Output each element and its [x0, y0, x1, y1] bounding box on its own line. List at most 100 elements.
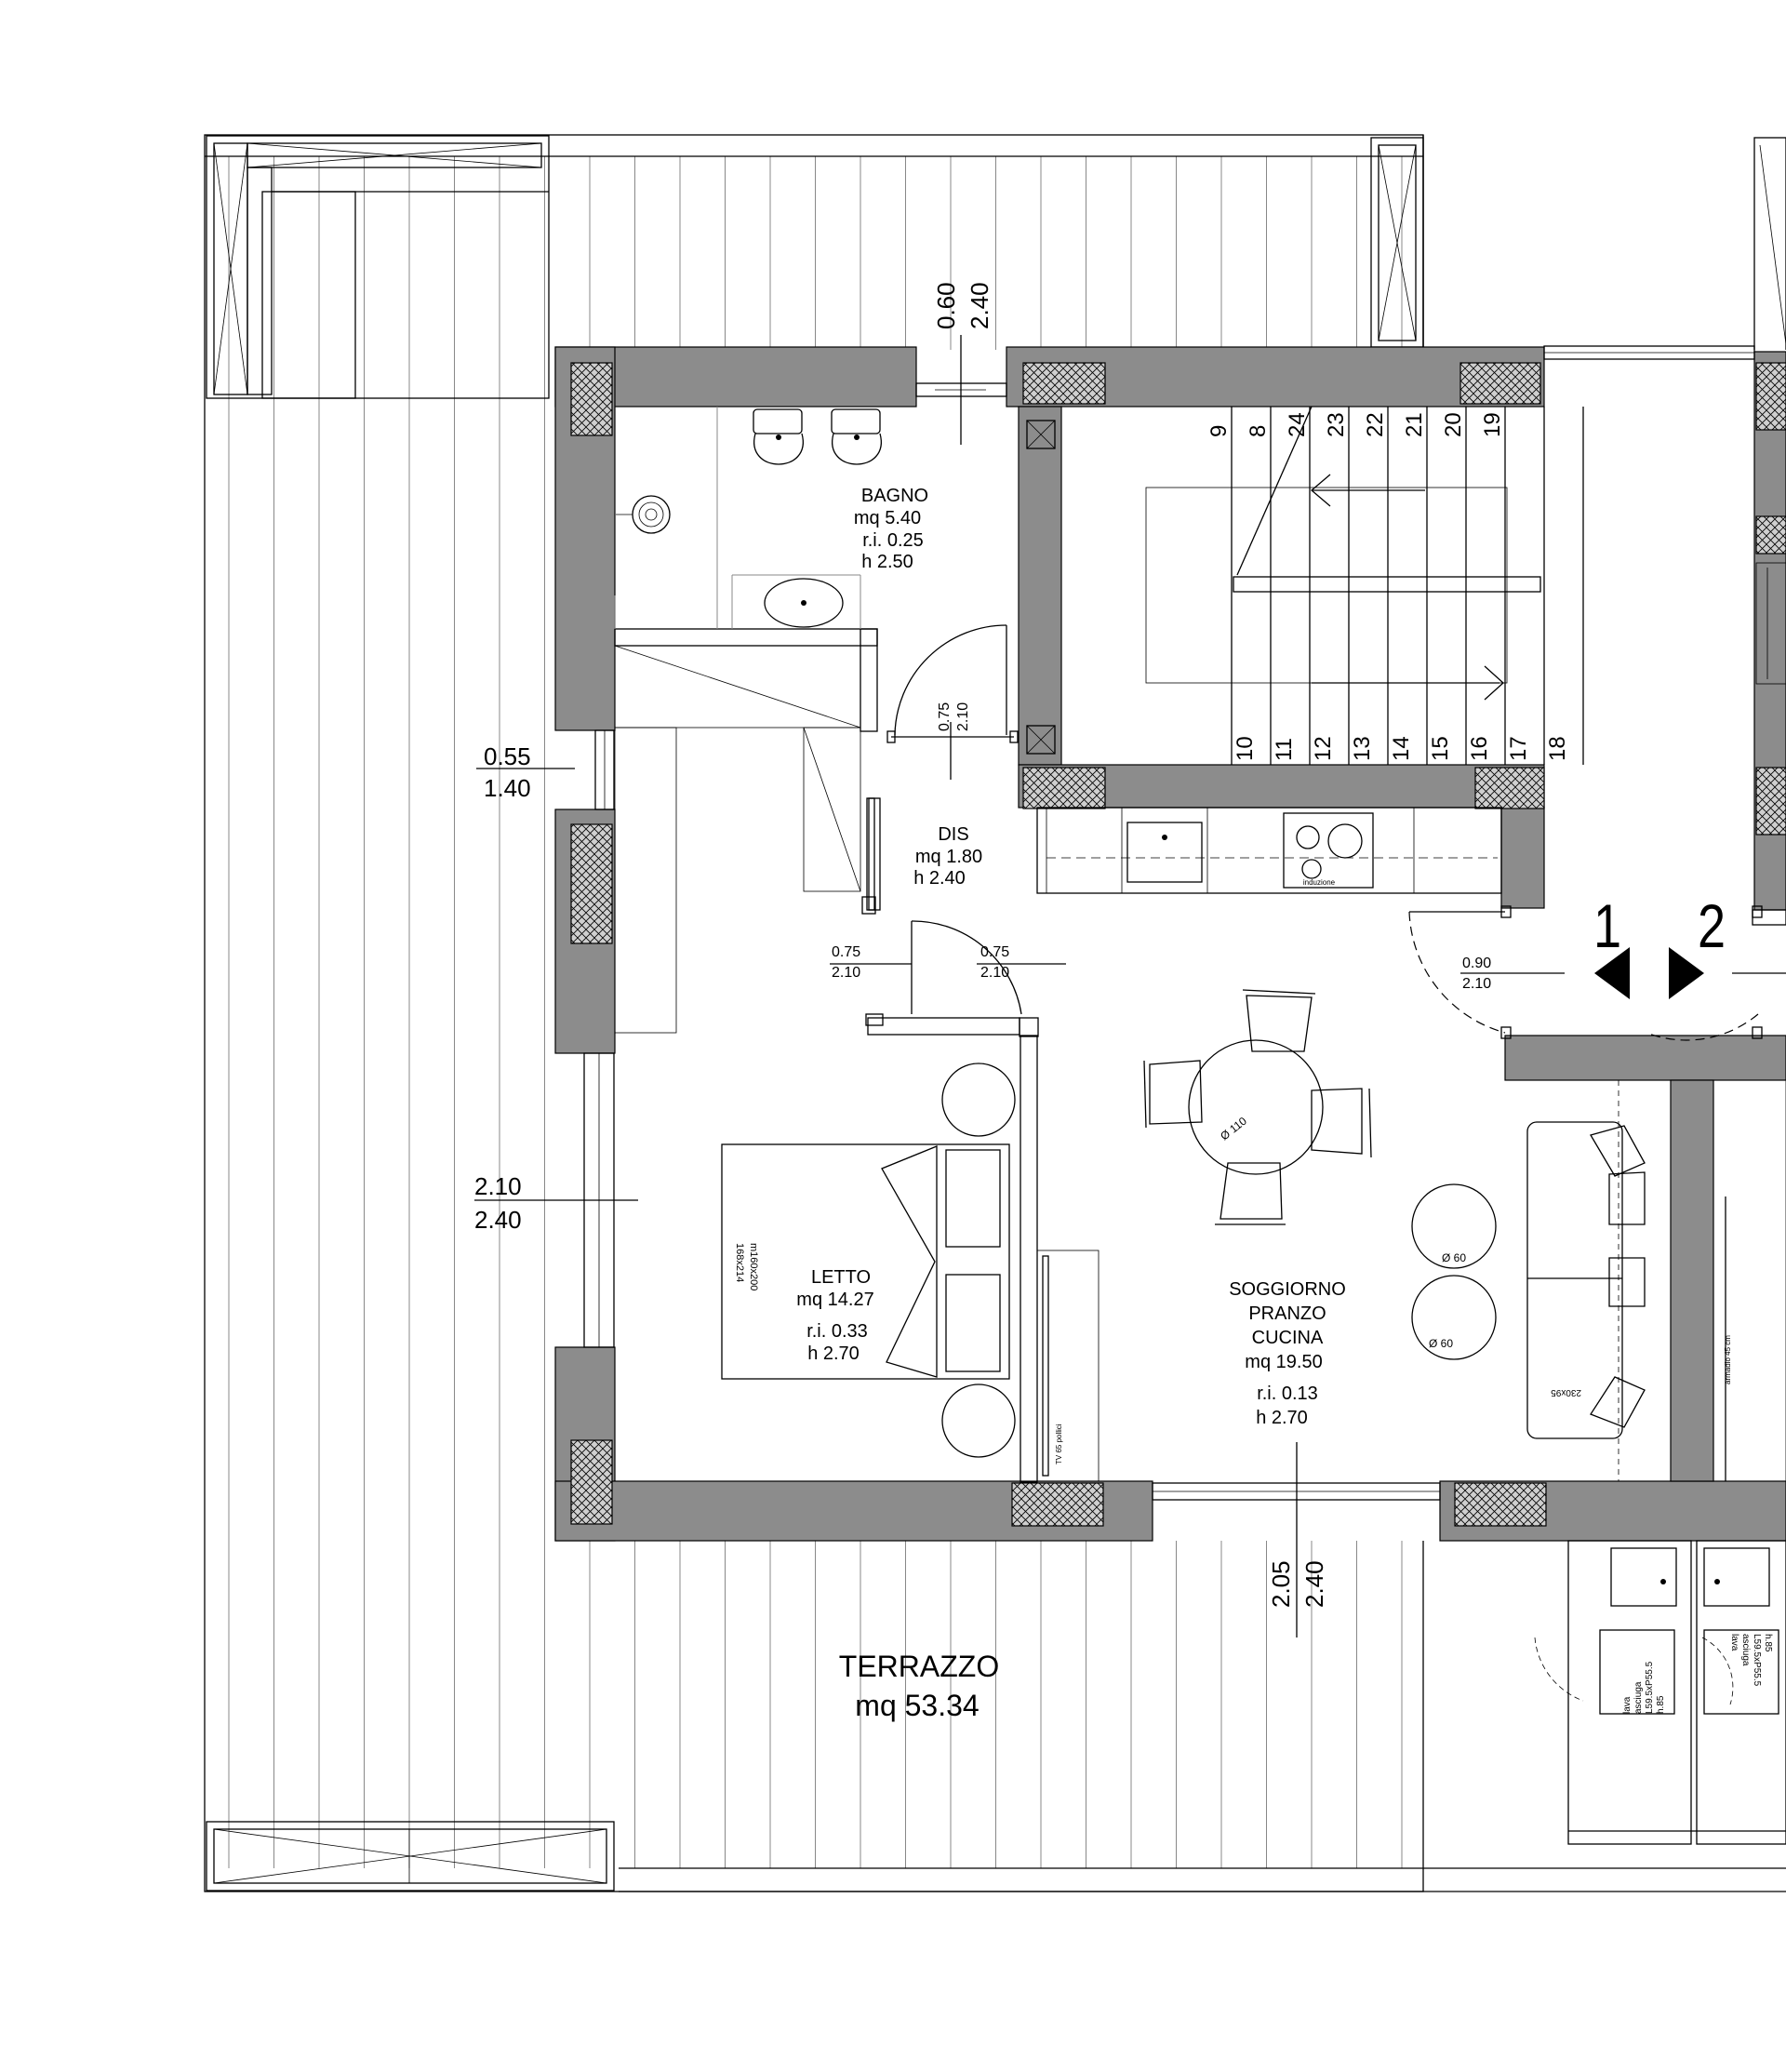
stair-step-number: 12 [1311, 736, 1336, 761]
svg-text:2.10: 2.10 [980, 965, 1009, 981]
nightstands [941, 1063, 1016, 1458]
svg-text:TERRAZZO: TERRAZZO [839, 1650, 999, 1683]
svg-text:r.i. 0.33: r.i. 0.33 [806, 1321, 868, 1342]
svg-text:h.85: h.85 [1656, 1695, 1666, 1714]
section-1-label: 1 [1593, 891, 1621, 960]
walls [554, 346, 1786, 1542]
columns [570, 362, 1786, 1527]
svg-text:r.i. 0.13: r.i. 0.13 [1257, 1384, 1318, 1404]
room-label-dis: DIS mq 1.80 h 2.40 [913, 824, 982, 889]
svg-text:h 2.50: h 2.50 [861, 552, 913, 572]
entrance-door-dim: 0.90 2.10 [1462, 956, 1491, 992]
planter-right-edge [1753, 137, 1786, 353]
dis-door-dim: 0.75 2.10 [832, 944, 860, 981]
stair-step-number: 18 [1545, 736, 1570, 761]
doors [861, 624, 1763, 1041]
stair-step-number: 15 [1428, 736, 1453, 761]
stair-step-number: 11 [1272, 738, 1297, 761]
chair-top [1242, 989, 1316, 1052]
svg-text:CUCINA: CUCINA [1252, 1328, 1324, 1348]
shower-head-icon [616, 495, 671, 534]
planter-bottom-left [206, 1821, 615, 1892]
stair-step-number: 19 [1480, 412, 1505, 437]
left-door-dim: 2.10 2.40 [474, 1172, 522, 1234]
room-label-letto: LETTO mq 14.27 r.i. 0.33 h 2.70 [796, 1267, 873, 1364]
stair-step-number: 9 [1206, 425, 1232, 437]
section-2-label: 2 [1698, 891, 1726, 960]
svg-text:L59.5xP55.5: L59.5xP55.5 [1645, 1661, 1655, 1714]
svg-text:0.60: 0.60 [932, 282, 960, 329]
sofa: 230x95 [1526, 1080, 1646, 1481]
bed: m160x200 168x214 [721, 1143, 1010, 1380]
svg-text:h 2.70: h 2.70 [807, 1343, 860, 1364]
room-label-terrazzo: TERRAZZO mq 53.34 [839, 1650, 999, 1722]
svg-text:PRANZO: PRANZO [1248, 1303, 1326, 1324]
svg-text:h 2.70: h 2.70 [1256, 1408, 1308, 1428]
chair-right [1311, 1088, 1372, 1158]
svg-text:0.75: 0.75 [937, 702, 953, 731]
stair-step-number: 22 [1363, 412, 1388, 437]
pouf-label-2: Ø 60 [1429, 1337, 1453, 1350]
svg-text:0.75: 0.75 [832, 944, 860, 960]
bagno-window-dim: 0.60 2.40 [932, 282, 993, 329]
bagno-door-dim: 0.75 2.10 [937, 702, 971, 731]
svg-text:mq 5.40: mq 5.40 [854, 508, 921, 528]
svg-text:h.85: h.85 [1763, 1634, 1773, 1652]
svg-text:2.10: 2.10 [474, 1172, 522, 1200]
svg-text:mq 53.34: mq 53.34 [855, 1689, 979, 1722]
svg-text:1.40: 1.40 [484, 774, 531, 802]
stair-step-number: 20 [1441, 412, 1466, 437]
bathroom-fixtures [614, 407, 882, 629]
room-label-bagno: BAGNO mq 5.40 r.i. 0.25 h 2.50 [854, 486, 928, 572]
svg-text:asciuga: asciuga [1633, 1681, 1644, 1714]
bottom-door-dim: 2.05 2.40 [1267, 1560, 1328, 1608]
induction-label: induzione [1303, 878, 1336, 887]
staircase: 9 8 24 23 22 21 20 19 10 11 12 13 14 15 16 17 18 [1026, 406, 1584, 765]
svg-text:mq 1.80: mq 1.80 [915, 847, 982, 867]
stair-step-number: 16 [1467, 736, 1492, 761]
svg-text:2.10: 2.10 [955, 702, 971, 731]
sofa-size-label: 230x95 [1551, 1387, 1581, 1397]
svg-text:2.40: 2.40 [474, 1206, 522, 1234]
stair-step-number: 14 [1389, 736, 1414, 761]
adjacent-unit: armadio 45 cm [1713, 562, 1786, 1482]
letto-door-dim: 0.75 2.10 [980, 944, 1009, 981]
svg-text:lava: lava [1622, 1696, 1633, 1714]
svg-text:lava: lava [1729, 1634, 1739, 1651]
stair-step-number: 23 [1324, 412, 1349, 437]
planter-top-right [1370, 137, 1424, 348]
tv-label: TV 65 pollici [1055, 1424, 1063, 1464]
svg-text:0.75: 0.75 [980, 944, 1009, 960]
stair-step-number: 10 [1233, 736, 1258, 761]
svg-text:mq 14.27: mq 14.27 [796, 1290, 873, 1310]
bed-size-label: m160x200 [748, 1243, 759, 1290]
section-markers: 1 2 [1593, 891, 1726, 999]
svg-text:2.40: 2.40 [966, 282, 993, 329]
chair-left [1143, 1060, 1203, 1129]
section-arrow-right-icon [1669, 947, 1704, 999]
svg-text:0.55: 0.55 [484, 742, 531, 770]
svg-text:LETTO: LETTO [811, 1267, 871, 1288]
dimension-marks [474, 335, 1786, 1638]
kitchen: induzione [1036, 807, 1502, 894]
poufs: Ø 60 Ø 60 [1411, 1183, 1497, 1360]
stair-step-number: 8 [1246, 425, 1271, 437]
stair-step-number: 13 [1350, 736, 1375, 761]
svg-text:0.90: 0.90 [1462, 956, 1491, 971]
apartment-floor [556, 350, 1786, 1541]
svg-text:h 2.40: h 2.40 [913, 868, 966, 889]
svg-text:2.10: 2.10 [1462, 976, 1491, 992]
svg-text:BAGNO: BAGNO [861, 486, 928, 506]
svg-text:SOGGIORNO: SOGGIORNO [1229, 1279, 1346, 1300]
laundry-label-2: lava asciuga L59.5xP55.5 h.85 [1729, 1634, 1773, 1687]
wardrobe-label: armadio 45 cm [1724, 1335, 1732, 1384]
pouf-label: Ø 60 [1442, 1251, 1466, 1264]
stair-step-number: 17 [1506, 736, 1531, 761]
stair-step-number: 21 [1402, 412, 1427, 437]
svg-text:2.40: 2.40 [1300, 1560, 1328, 1608]
section-arrow-left-icon [1594, 947, 1630, 999]
svg-text:DIS: DIS [938, 824, 968, 845]
stair-step-number: 24 [1285, 412, 1310, 437]
tv-unit: TV 65 pollici [1036, 1250, 1100, 1482]
